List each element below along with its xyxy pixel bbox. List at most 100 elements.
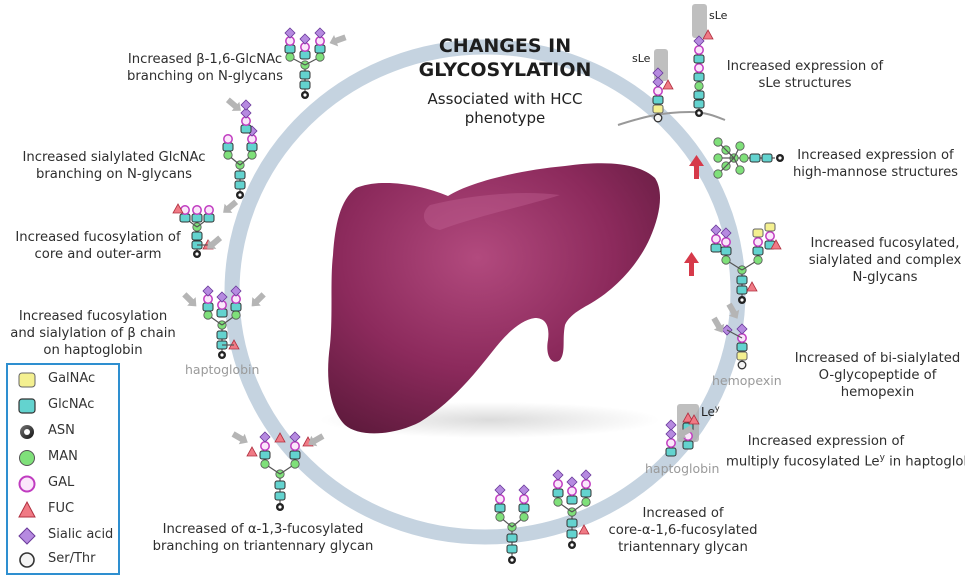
protein-label-haptoglobin-right: haptoglobin <box>645 461 720 476</box>
subtitle-line-1: Associated with HCC <box>427 90 583 108</box>
cell-membrane <box>617 110 726 126</box>
sialic-residue <box>710 224 722 236</box>
tag-sle-2: sLe <box>709 9 728 22</box>
glcnac-residue <box>693 54 705 64</box>
label-line: Increased expression of <box>747 434 905 449</box>
gal-residue <box>666 438 676 448</box>
subtitle-line-2: phenotype <box>464 109 546 127</box>
label-line: branching on N-glycans <box>35 167 193 182</box>
sialic-residue <box>566 476 578 488</box>
up-arrow-fucosylated-complex <box>684 252 699 276</box>
sialic-residue <box>494 484 506 496</box>
sialic-residue <box>665 419 677 431</box>
gal-residue <box>290 441 300 451</box>
man-residue <box>315 52 325 62</box>
legend-label: Sialic acid <box>48 527 114 542</box>
label-ley-superscript: y <box>879 453 885 463</box>
liver-illustration <box>328 163 661 434</box>
man-residue <box>553 497 563 507</box>
man-residue <box>290 459 300 469</box>
label-fucosylation-core: Increased fucosylation of core and outer… <box>8 229 188 263</box>
fuc-residue <box>770 239 782 250</box>
glcnac-residue <box>259 450 271 460</box>
fuc-residue <box>246 446 258 457</box>
glcnac-residue <box>693 72 705 82</box>
pointer-arrow-shape <box>308 433 325 447</box>
asn-center <box>195 252 199 256</box>
glcnac-icon <box>18 398 36 414</box>
diagram-subtitle: Associated with HCC phenotype <box>385 90 625 128</box>
gal-residue <box>753 237 763 247</box>
serthr-residue <box>737 360 747 370</box>
sialic-residue <box>720 227 732 239</box>
legend-item-galnac: GalNAc <box>14 369 118 391</box>
asn-center <box>278 505 282 509</box>
pointer-arrow <box>207 235 223 249</box>
sialic-residue <box>736 323 748 335</box>
glcnac-residue <box>693 90 705 100</box>
sialic-residue <box>230 285 242 297</box>
gal-residue <box>711 234 721 244</box>
glcnac-residue <box>580 488 592 498</box>
label-alpha13-fucosylated: Increased of α-1,3-fucosylated branching… <box>148 521 378 555</box>
pointer-arrow-shape <box>329 34 347 47</box>
pointer-arrow-shape <box>251 292 266 307</box>
legend-item-gal: GAL <box>14 473 118 495</box>
galnac-residue <box>764 222 776 232</box>
glcnac-residue <box>720 246 732 256</box>
label-bisialylated: Increased of bi-sialylated O-glycopeptid… <box>790 350 965 401</box>
man-residue <box>223 150 233 160</box>
protein-label-hemopexin: hemopexin <box>712 373 782 388</box>
legend-item-fuc: FUC <box>14 499 118 521</box>
legend-label: MAN <box>48 449 78 464</box>
sialic-residue <box>299 33 311 45</box>
sialic-residue <box>518 484 530 496</box>
asn-center <box>238 193 242 197</box>
tag-ley: Ley <box>701 404 720 419</box>
sialic-residue <box>259 431 271 443</box>
legend-item-asn: ASN <box>14 421 118 443</box>
pointer-arrow-shape <box>726 302 740 319</box>
sialic-residue <box>652 76 664 88</box>
man-residue <box>735 165 745 175</box>
label-line: Increased fucosylation <box>18 309 168 324</box>
label-ley-suffix: in haptoglobin <box>889 454 965 470</box>
man-residue <box>495 512 505 522</box>
title-line-1: CHANGES IN <box>438 35 572 57</box>
fuc-residue <box>746 281 758 292</box>
label-line: sLe structures <box>758 76 852 91</box>
fuc-residue <box>682 412 694 423</box>
pointer-arrow-shape <box>711 316 725 333</box>
label-sialylated-branching: Increased sialylated GlcNAc branching on… <box>14 149 214 183</box>
label-line: Increased fucosylated, <box>810 236 960 251</box>
label-ley-text: multiply fucosylated Le <box>726 454 880 470</box>
pointer-arrows <box>182 34 740 447</box>
legend-label: Ser/Thr <box>48 551 96 566</box>
legend: GalNAc GlcNAc ASN MAN GAL FUC Sialic aci… <box>6 363 120 575</box>
sialic-acid-icon <box>18 527 36 545</box>
glcnac-residue <box>202 302 214 312</box>
label-line: branching on triantennary glycan <box>152 539 374 554</box>
glcnac-residue <box>566 518 578 528</box>
serthr-icon <box>19 552 35 568</box>
glcnac-residue <box>314 44 326 54</box>
fuc-residue <box>662 79 674 90</box>
gal-residue <box>223 134 233 144</box>
glcnac-residue <box>761 153 773 163</box>
label-gnac-branching: Increased β-1,6-GlcNAc branching on N-gl… <box>118 51 292 85</box>
sialic-residue <box>314 27 326 39</box>
pointer-arrow <box>182 292 197 307</box>
label-line: high-mannose structures <box>792 165 959 180</box>
glcnac-residue <box>222 142 234 152</box>
legend-item-man: MAN <box>14 447 118 469</box>
label-line: Increased fucosylation of <box>15 230 181 245</box>
sialic-residue <box>665 428 677 440</box>
glcnac-residue <box>682 440 694 450</box>
galnac-residue <box>652 104 664 114</box>
liver-highlight <box>423 193 560 230</box>
pointer-arrow-shape <box>182 292 197 307</box>
pointer-arrow-shape <box>225 97 241 111</box>
glcnac-residue <box>518 503 530 513</box>
glycan-structures <box>172 27 784 564</box>
label-line: sialylated and complex <box>808 253 962 268</box>
